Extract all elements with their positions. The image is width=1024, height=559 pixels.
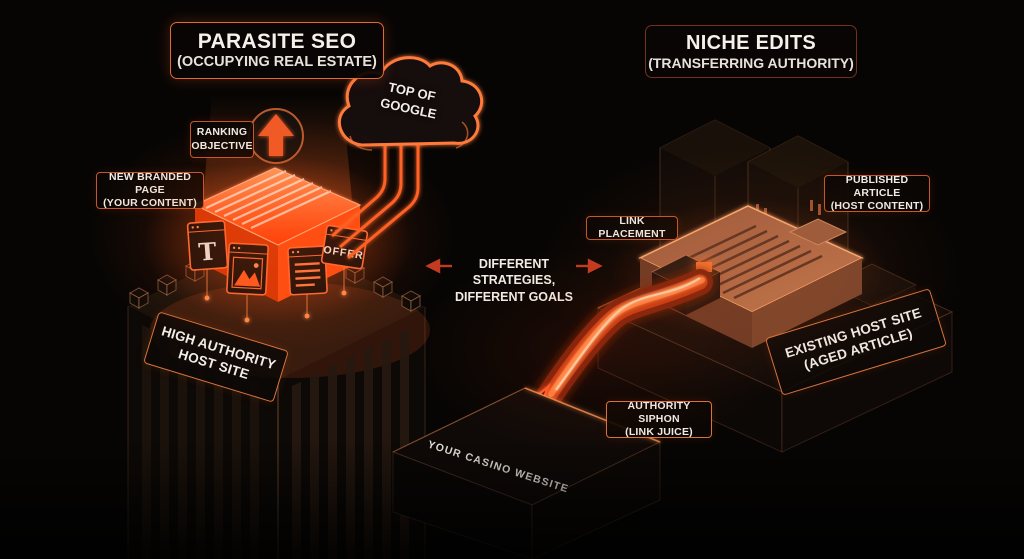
new-branded-page-label: NEW BRANDED PAGE (YOUR CONTENT) bbox=[96, 171, 204, 209]
subtitle-text: (OCCUPYING REAL ESTATE) bbox=[177, 54, 377, 71]
title-text: PARASITE SEO bbox=[197, 29, 357, 53]
strategies-divider-label: DIFFERENT STRATEGIES, DIFFERENT GOALS bbox=[454, 257, 574, 304]
ranking-objective-label: RANKING OBJECTIVE bbox=[190, 121, 254, 158]
niche-edits-title: NICHE EDITS (TRANSFERRING AUTHORITY) bbox=[645, 25, 857, 78]
text-card-icon bbox=[287, 245, 328, 296]
parasite-seo-title: PARASITE SEO (OCCUPYING REAL ESTATE) bbox=[170, 22, 384, 79]
image-card-icon bbox=[226, 242, 269, 296]
title-text: NICHE EDITS bbox=[686, 31, 816, 54]
ranking-objective-icon bbox=[248, 108, 304, 164]
svg-text:T: T bbox=[198, 236, 218, 266]
published-article-label: PUBLISHED ARTICLE (HOST CONTENT) bbox=[824, 174, 930, 212]
link-placement-label: LINK PLACEMENT bbox=[586, 215, 678, 240]
authority-siphon-label: AUTHORITY SIPHON (LINK JUICE) bbox=[606, 400, 712, 438]
typography-card-icon: T bbox=[186, 220, 229, 271]
subtitle-text: (TRANSFERRING AUTHORITY) bbox=[648, 55, 854, 72]
